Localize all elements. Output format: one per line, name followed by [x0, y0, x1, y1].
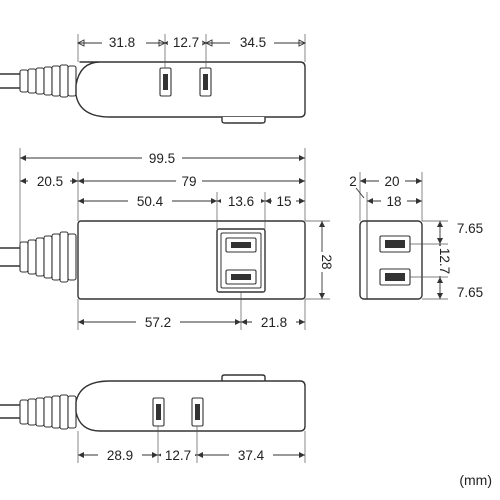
bottom-strain-relief [19, 394, 77, 430]
side-view: 2 20 18 7.65 12.7 7.65 [349, 172, 483, 300]
side-pitch-label: 12.7 [437, 248, 452, 274]
top-dim-3: 34.5 [240, 35, 266, 50]
unit-label: (mm) [459, 472, 492, 488]
bottom-body [75, 380, 306, 432]
front-cord [0, 247, 20, 267]
bottom-view: 28.9 12.7 37.4 [0, 374, 306, 464]
bottom-dim-1: 28.9 [107, 448, 133, 463]
side-offset-label: 2 [349, 174, 357, 189]
front-cord-length-label: 20.5 [37, 174, 63, 189]
side-gap-top-label: 7.65 [457, 221, 483, 236]
top-view: 31.8 12.7 34.5 [0, 33, 307, 124]
bottom-dim-3: 37.4 [238, 448, 265, 463]
bottom-tab [221, 374, 266, 381]
front-strain-relief [19, 231, 77, 283]
front-row-b-1: 50.4 [137, 194, 164, 209]
side-body [359, 220, 423, 300]
front-view: 99.5 20.5 79 50.4 13.6 [0, 148, 334, 331]
side-width-label: 20 [384, 174, 399, 189]
bottom-socket-slots [152, 397, 204, 427]
top-cord [0, 73, 20, 89]
front-row-b-3: 15 [276, 194, 291, 209]
side-socket-slots [379, 235, 411, 286]
front-row-b-2: 13.6 [228, 194, 254, 209]
top-socket-slots [159, 67, 212, 97]
front-body-length-label: 79 [181, 174, 196, 189]
front-bottom-2: 21.8 [261, 315, 287, 330]
bottom-cord [0, 404, 20, 419]
top-tab [221, 117, 266, 124]
front-body [77, 220, 306, 300]
front-height-label: 28 [319, 254, 334, 269]
front-socket-slots [225, 237, 257, 285]
top-body [75, 61, 306, 118]
top-strain-relief [19, 64, 77, 98]
front-bottom-1: 57.2 [145, 315, 171, 330]
side-inner-width-label: 18 [386, 194, 401, 209]
top-dim-2: 12.7 [173, 35, 199, 50]
side-gap-bottom-label: 7.65 [457, 285, 483, 300]
top-dim-1: 31.8 [109, 35, 135, 50]
bottom-dim-2: 12.7 [165, 448, 191, 463]
front-overall-label: 99.5 [149, 151, 175, 166]
